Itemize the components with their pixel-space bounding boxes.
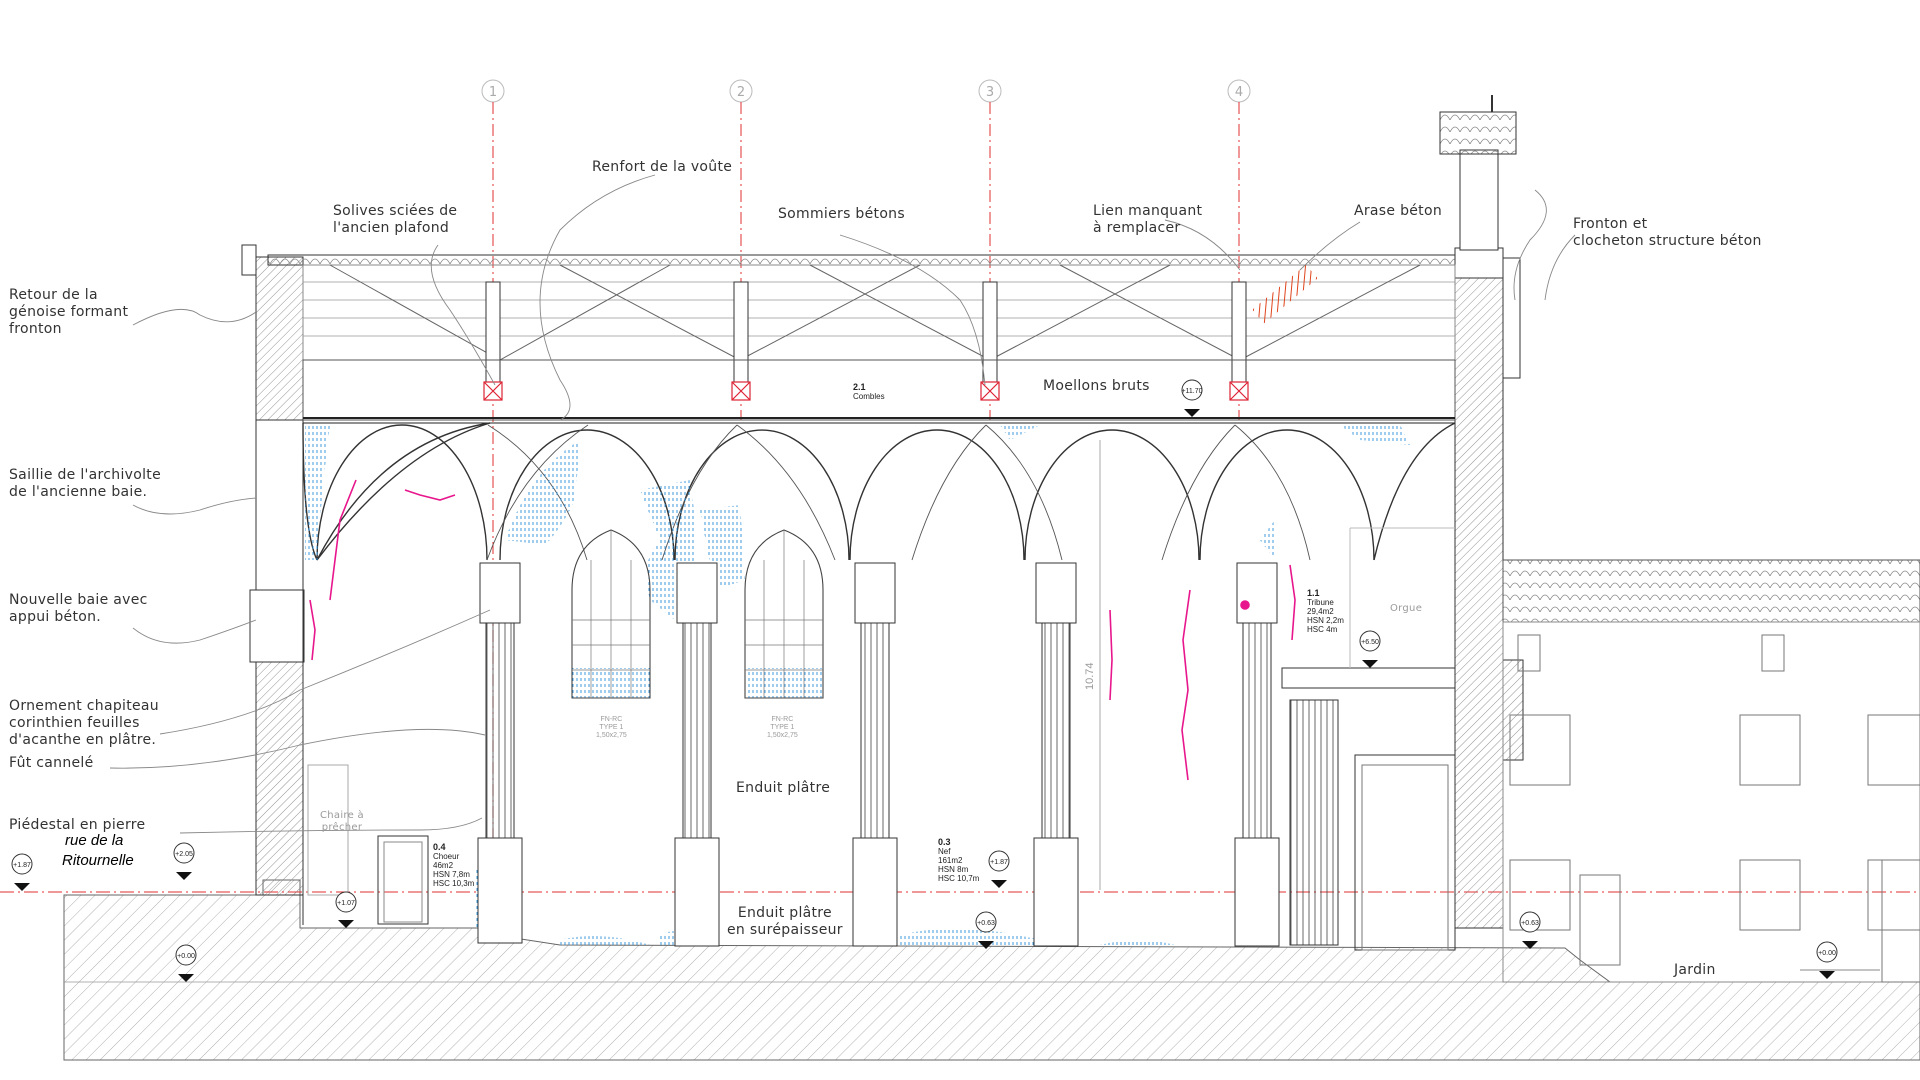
svg-text:+11.70: +11.70 xyxy=(1181,388,1202,395)
label-chaire: Chaire à prêcher xyxy=(320,810,364,833)
height-dimension: 10.74 xyxy=(1084,440,1101,890)
street-name-line2: Ritournelle xyxy=(62,852,134,869)
window-tag: FN-RC TYPE 1 1,50x2,75 xyxy=(767,716,798,739)
vaults xyxy=(302,422,1456,561)
level-marker: +0.00 xyxy=(1816,941,1838,979)
label-fronton-clocheton: Fronton et clocheton structure béton xyxy=(1573,216,1762,249)
label-arase-beton: Arase béton xyxy=(1354,203,1442,219)
svg-text:+0.00: +0.00 xyxy=(177,953,195,960)
label-saillie-archivolte: Saillie de l'archivolte de l'ancienne ba… xyxy=(9,467,162,500)
column xyxy=(1234,562,1280,947)
level-marker: +11.70 xyxy=(1181,379,1203,417)
label-moellons: Moellons bruts xyxy=(1043,378,1150,394)
label-enduit-platre: Enduit plâtre xyxy=(736,780,831,796)
level-marker: +2.05 xyxy=(173,842,195,880)
svg-text:+1.07: +1.07 xyxy=(337,900,355,907)
label-piedestal: Piédestal en pierre xyxy=(9,817,146,833)
gothic-windows xyxy=(571,529,824,699)
axis-label: 2 xyxy=(737,85,745,100)
attic-truss xyxy=(267,254,1456,424)
label-fut-cannele: Fût cannelé xyxy=(9,755,94,771)
svg-text:+0.63: +0.63 xyxy=(1521,920,1539,927)
level-markers: +11.70 +6.50 +1.87 +2.05 +1.87 +1.07 +0.… xyxy=(11,379,1838,982)
label-sommiers: Sommiers bétons xyxy=(778,206,905,222)
label-renfort-voute: Renfort de la voûte xyxy=(592,159,733,175)
svg-text:+6.50: +6.50 xyxy=(1361,639,1379,646)
level-marker: +0.63 xyxy=(975,911,997,949)
label-nouvelle-baie: Nouvelle baie avec appui béton. xyxy=(9,592,148,625)
level-marker: +1.87 xyxy=(11,853,33,891)
choir-door xyxy=(307,764,429,925)
label-lien-manquant: Lien manquant à remplacer xyxy=(1093,203,1203,236)
svg-text:+0.00: +0.00 xyxy=(1818,950,1836,957)
adjacent-house xyxy=(1502,559,1920,983)
street-name-line1: rue de la xyxy=(65,832,124,849)
svg-text:10.74: 10.74 xyxy=(1084,662,1096,690)
right-wall-clocheton xyxy=(1439,95,1524,929)
column xyxy=(1033,562,1079,947)
window-tag: FN-RC TYPE 1 1,50x2,75 xyxy=(596,716,627,739)
svg-text:+1.87: +1.87 xyxy=(13,862,31,869)
label-ornement-chapiteau: Ornement chapiteau corinthien feuilles d… xyxy=(9,698,159,748)
cracks xyxy=(309,479,1296,781)
level-marker: +1.07 xyxy=(335,891,357,928)
axis-1 xyxy=(481,79,505,892)
axis-label: 3 xyxy=(986,85,994,100)
left-wall xyxy=(241,244,305,925)
level-marker: +0.00 xyxy=(175,944,197,982)
level-marker: +6.50 xyxy=(1359,630,1381,668)
axis-label: 4 xyxy=(1235,85,1243,100)
leader-lines xyxy=(109,174,1576,834)
svg-text:+1.87: +1.87 xyxy=(990,859,1008,866)
label-jardin: Jardin xyxy=(1674,962,1716,978)
label-enduit-surepaisseur: Enduit plâtre en surépaisseur xyxy=(727,905,843,938)
column xyxy=(674,562,720,947)
column xyxy=(852,562,898,947)
svg-text:+0.63: +0.63 xyxy=(977,920,995,927)
column xyxy=(477,562,523,944)
level-marker: +0.63 xyxy=(1519,911,1541,949)
axis-label: 1 xyxy=(489,85,497,100)
level-marker: +1.87 xyxy=(988,850,1010,888)
columns xyxy=(477,562,1339,947)
label-retour-genoise: Retour de la génoise formant fronton xyxy=(9,287,129,337)
tribune-column xyxy=(1289,699,1339,946)
label-orgue: Orgue xyxy=(1390,603,1423,614)
svg-text:+2.05: +2.05 xyxy=(175,851,193,858)
ground-section xyxy=(0,879,1920,1061)
label-solives: Solives sciées de l'ancien plafond xyxy=(333,203,458,236)
tribune xyxy=(1281,527,1456,951)
